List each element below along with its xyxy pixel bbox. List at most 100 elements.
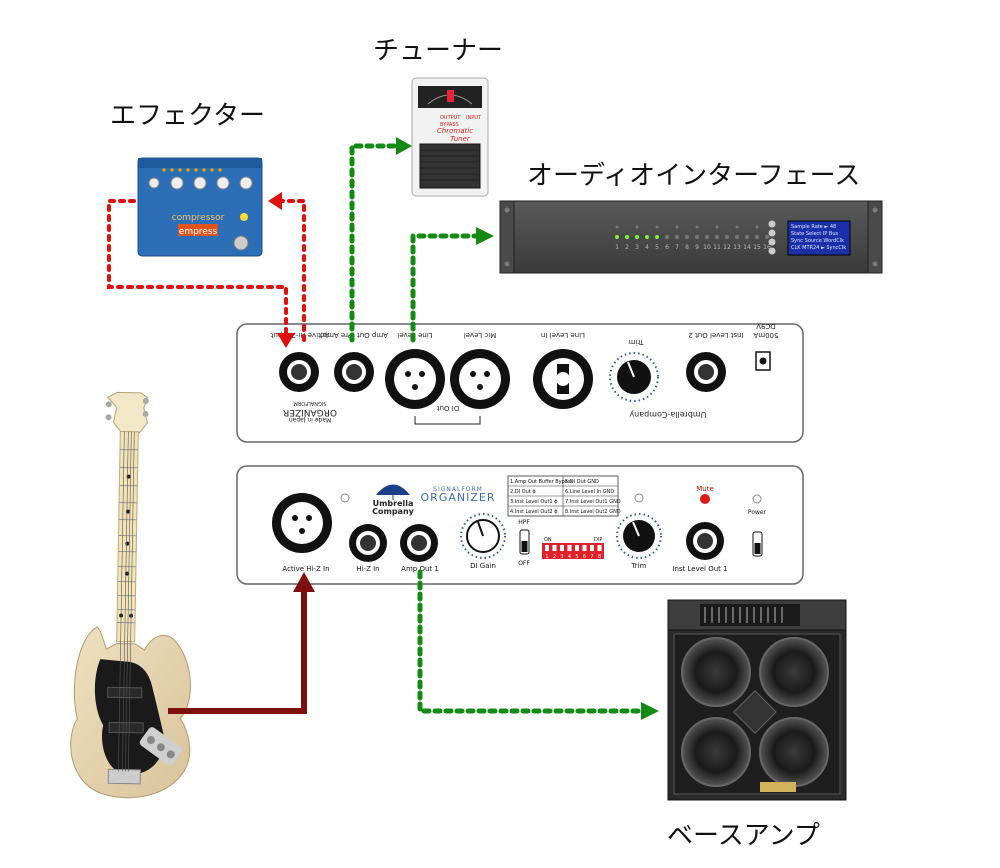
dip-row-2-a: 2.DI Out ϕ [510, 489, 536, 495]
dip-number: 7 [590, 554, 593, 560]
rear-xlr-mic-level[interactable] [450, 349, 510, 409]
arrow-to-interface [476, 227, 494, 245]
inst-out1-label: Inst Level Out 1 [672, 565, 727, 573]
front-jack-inst-out1[interactable] [686, 522, 724, 560]
hiz-in-label: Hi-Z In [356, 565, 379, 573]
dip-dip-label: DIP [594, 537, 602, 543]
channel-number: 12 [723, 244, 731, 251]
mute-label: Mute [696, 485, 714, 493]
rear-label-line-in: Line Level In [541, 331, 585, 339]
tuner-input: INPUT [466, 115, 482, 121]
dip-on-label: ON [544, 537, 552, 543]
rear-jack-amp-out[interactable] [334, 352, 374, 392]
rear-label-ma: 500mA [753, 331, 778, 339]
front-company-2: Company [372, 507, 415, 516]
tuner-name-1: Chromatic [437, 127, 473, 135]
trim-indicator-led [634, 493, 644, 503]
cable-bass-input [168, 592, 307, 714]
arrow-to-front-input [293, 572, 315, 592]
dip-row-4-b: 8.Inst Level Out2 GND [565, 509, 621, 515]
power-led [752, 494, 762, 504]
cable-amp [417, 569, 644, 714]
rear-made-in: Made in Japan [289, 416, 332, 423]
umbrella-logo-icon [376, 484, 410, 500]
channel-number: 5 [655, 244, 659, 251]
arrow-to-tuner [396, 137, 412, 155]
lcd-line4: CLK MTR24 ► SyncClk [791, 245, 846, 251]
rear-label-active-hiz: Active Hi-Z Input [270, 331, 329, 339]
power-label: Power [748, 509, 767, 516]
rear-brand-sub: SIGNALFORM [293, 400, 326, 406]
channel-number: 8 [685, 244, 689, 251]
channel-number: 4 [645, 244, 649, 251]
front-company-1: Umbrella [373, 499, 414, 508]
cable-effector-loop [107, 199, 306, 342]
arrow-to-rear-input [277, 333, 295, 348]
channel-number: 10 [703, 244, 711, 251]
effector-knobs [148, 176, 253, 190]
front-xlr-active-hiz[interactable] [272, 493, 332, 553]
rear-jack-inst-out2[interactable] [686, 352, 726, 392]
rear-xlr-line-level[interactable] [385, 349, 445, 409]
dip-row-1-b: 5.DI Out GND [565, 479, 599, 485]
meter-leds [615, 225, 769, 239]
rear-dc-jack[interactable] [755, 351, 771, 371]
dip-table: 1.Amp Out Buffer Bypass 5.DI Out GND 2.D… [507, 475, 621, 517]
hpf-switch[interactable] [519, 529, 530, 555]
di-gain-knob[interactable] [460, 513, 506, 559]
rear-label-dc: DC9V [756, 322, 776, 330]
channel-number: 16 [763, 244, 771, 251]
dip-row-2-b: 6.Line Level In GND [565, 489, 614, 495]
rear-label-mic-level: Mic Level [464, 331, 497, 339]
power-switch[interactable] [752, 531, 763, 557]
tuner-pedal: OUTPUT BYPASS INPUT Chromatic Tuner [411, 77, 489, 197]
channel-number: 1 [615, 244, 619, 251]
arrow-to-effector [268, 192, 282, 210]
dip-number: 4 [568, 554, 571, 560]
channel-number: 7 [675, 244, 679, 251]
bass-amp [667, 599, 847, 801]
cable-interface [410, 233, 479, 343]
amp-out1-label: Amp Out 1 [401, 565, 439, 573]
effector-pedal: compressor empress [137, 157, 263, 257]
channel-number: 9 [695, 244, 699, 251]
dip-number: 2 [553, 554, 556, 560]
rear-jack-active-hiz[interactable] [279, 352, 319, 392]
channel-number: 6 [665, 244, 669, 251]
dip-number: 3 [560, 554, 563, 560]
front-brand-sub: SIGNALFORM [433, 486, 483, 493]
rear-combo-line-in[interactable] [533, 349, 593, 409]
rear-label-di-out: DI Out [437, 404, 460, 412]
front-jack-hiz[interactable] [349, 524, 387, 562]
trim-knob[interactable] [616, 513, 662, 559]
dip-switch-block[interactable] [542, 543, 604, 559]
tuner-output: OUTPUT [440, 115, 461, 121]
front-jack-amp-out1[interactable] [400, 524, 438, 562]
channel-number: 11 [713, 244, 721, 251]
rear-label-trim: Trim [628, 338, 644, 346]
off-label: OFF [518, 560, 530, 567]
dip-number: 6 [583, 554, 586, 560]
rear-trim-knob[interactable] [609, 352, 659, 402]
dip-row-1-a: 1.Amp Out Buffer Bypass [510, 479, 573, 485]
active-hiz-in-label: Active Hi-Z In [282, 565, 329, 573]
lcd-line2: State Select IP Bus [791, 231, 839, 237]
channel-number: 3 [635, 244, 639, 251]
rear-company: Umbrella-Company [629, 410, 706, 419]
channel-number: 2 [625, 244, 629, 251]
lcd-line3: Sync Source WordClk [791, 238, 844, 244]
dip-row-4-a: 4.Inst Level Out2 ϕ [510, 509, 558, 515]
di-gain-label: DI Gain [470, 562, 496, 570]
rear-brand: ORGANIZER [283, 407, 337, 417]
effector-brand: empress [179, 227, 218, 237]
audio-interface-label: オーディオインターフェース [527, 161, 861, 191]
rear-label-inst-out2: Inst Level Out 2 [688, 331, 743, 339]
channel-number: 14 [743, 244, 751, 251]
organizer-front-panel: Umbrella Company SIGNALFORM ORGANIZER 1.… [236, 465, 804, 585]
trim-label: Trim [631, 562, 647, 570]
organizer-rear-panel: Active Hi-Z Input Amp Out (Pre Amp) Line… [236, 322, 804, 443]
effector-label: エフェクター [110, 101, 265, 131]
